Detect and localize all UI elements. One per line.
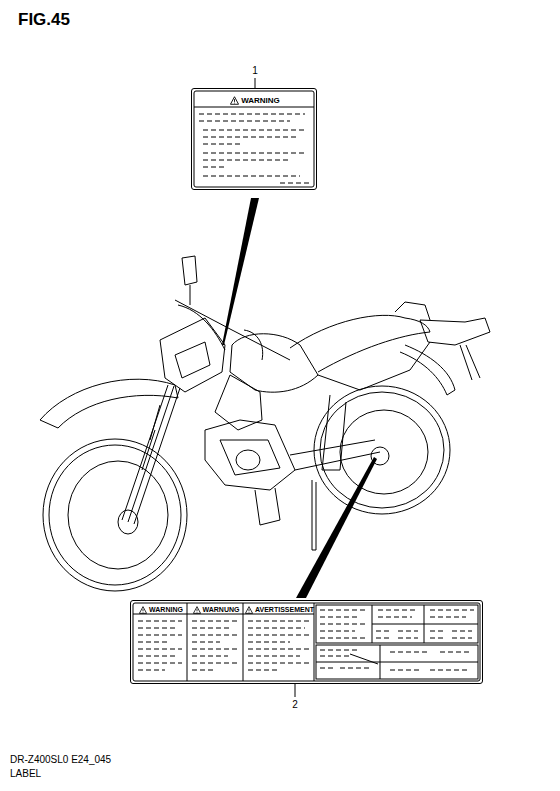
warning-label: WARNING [191, 88, 317, 190]
label-heading: WARNING [134, 604, 188, 615]
label-heading: WARNUNG [188, 604, 244, 615]
figure-caption: LABEL [10, 768, 41, 779]
label-heading: WARNING [195, 93, 315, 107]
warning-triangle [230, 96, 239, 105]
warning-heading: AVERTISSEMENT [255, 606, 314, 613]
figure-code: DR-Z400SL0 E24_045 [10, 754, 111, 765]
callout-number: 1 [252, 65, 258, 76]
callout-number: 2 [292, 699, 298, 710]
warning-triangle [245, 606, 253, 614]
warning-heading: WARNUNG [203, 606, 240, 613]
warning-triangle [193, 606, 201, 614]
warning-triangle [139, 606, 147, 614]
warning-label: WARNING WARNUNG AVERTISSEMENT [130, 600, 483, 684]
figure-title: FIG.45 [18, 10, 70, 30]
warning-heading: WARNING [149, 606, 183, 613]
warning-heading: WARNING [241, 96, 280, 105]
label-heading: AVERTISSEMENT [244, 604, 315, 615]
